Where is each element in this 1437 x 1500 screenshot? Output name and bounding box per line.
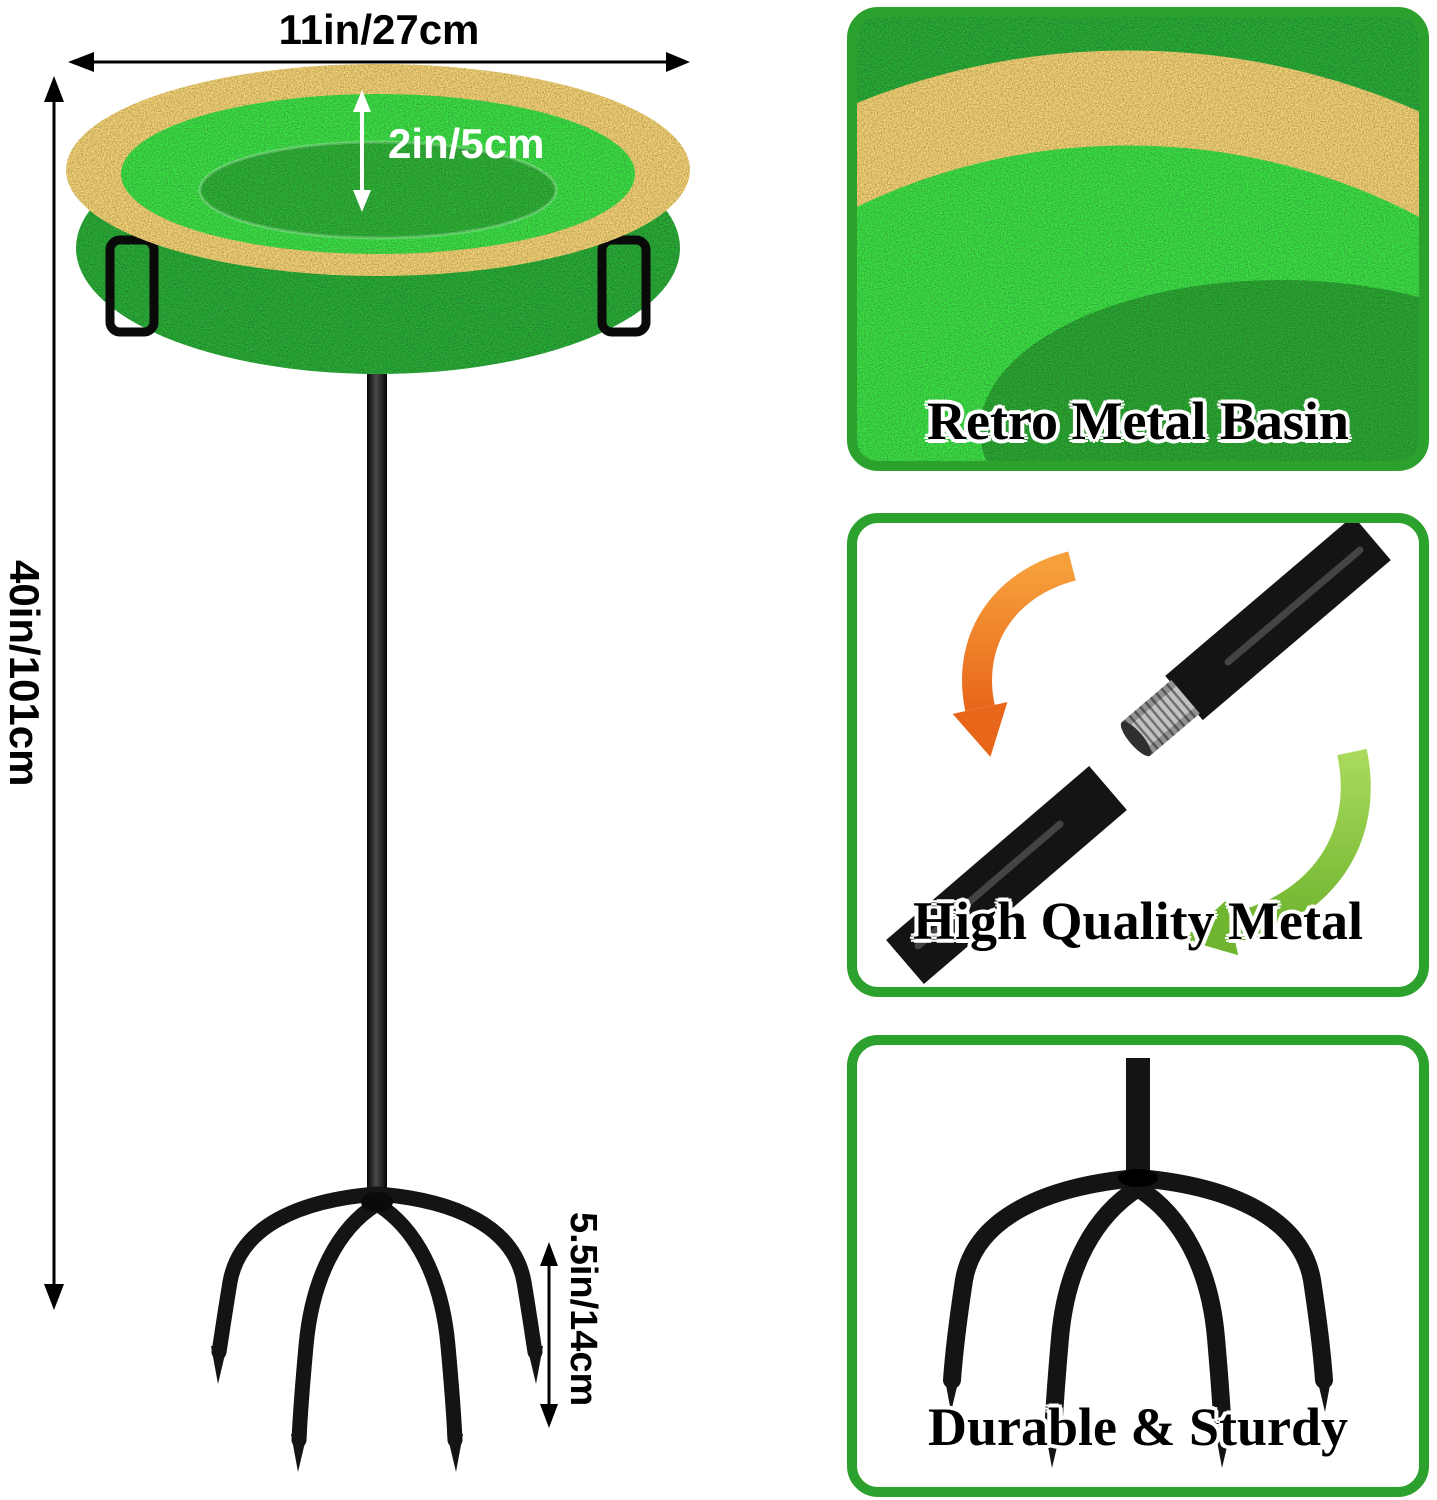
height-dimension-arrow xyxy=(44,76,64,1310)
basin-interior xyxy=(121,94,635,254)
ground-stake xyxy=(211,1186,543,1448)
stake-tips xyxy=(211,1346,543,1472)
basin-diameter-label: 11in/27cm xyxy=(278,6,480,53)
mounting-bracket-left xyxy=(105,235,159,337)
panel-frame-basin xyxy=(847,7,1429,471)
stake-illustration xyxy=(943,1058,1333,1468)
feature-label-stake: Durable & Sturdy xyxy=(927,1397,1349,1457)
feature-label-basin: Retro Metal Basin xyxy=(927,391,1349,451)
width-dimension-arrow xyxy=(68,52,690,72)
pole-connection-illustration xyxy=(886,515,1391,985)
product-diagram xyxy=(44,52,690,1472)
feature-label-metal: High Quality Metal xyxy=(913,891,1363,951)
stake-length-label: 5.5in/14cm xyxy=(561,1212,604,1407)
pole xyxy=(367,374,387,1202)
feature-panel-basin xyxy=(847,7,1429,471)
threaded-joint xyxy=(1120,679,1200,757)
prong-right-inner xyxy=(369,1196,463,1448)
lower-pole-segment xyxy=(886,765,1127,985)
prong-left-inner xyxy=(291,1196,385,1448)
panel-frame-stake xyxy=(847,1035,1429,1497)
basin-floor-highlight xyxy=(198,140,558,240)
rotation-arrow-green xyxy=(1183,748,1371,956)
basin-depth-label: 2in/5cm xyxy=(388,120,545,167)
prong-left-outer xyxy=(211,1186,385,1360)
stake-hub xyxy=(361,1192,393,1212)
overall-height-label: 40in/101cm xyxy=(1,560,49,787)
prong-right-outer xyxy=(369,1186,543,1360)
basin-floor xyxy=(200,142,556,238)
mounting-bracket-right xyxy=(597,235,651,337)
feature-panel-metal xyxy=(847,513,1429,997)
basin-closeup xyxy=(857,17,1419,461)
feature-panel-stake xyxy=(847,1035,1429,1497)
stake-dimension-arrow xyxy=(540,1242,558,1428)
depth-dimension-arrow xyxy=(353,90,371,212)
rotation-arrow-orange xyxy=(952,551,1077,757)
panel-frame-metal xyxy=(847,513,1429,997)
